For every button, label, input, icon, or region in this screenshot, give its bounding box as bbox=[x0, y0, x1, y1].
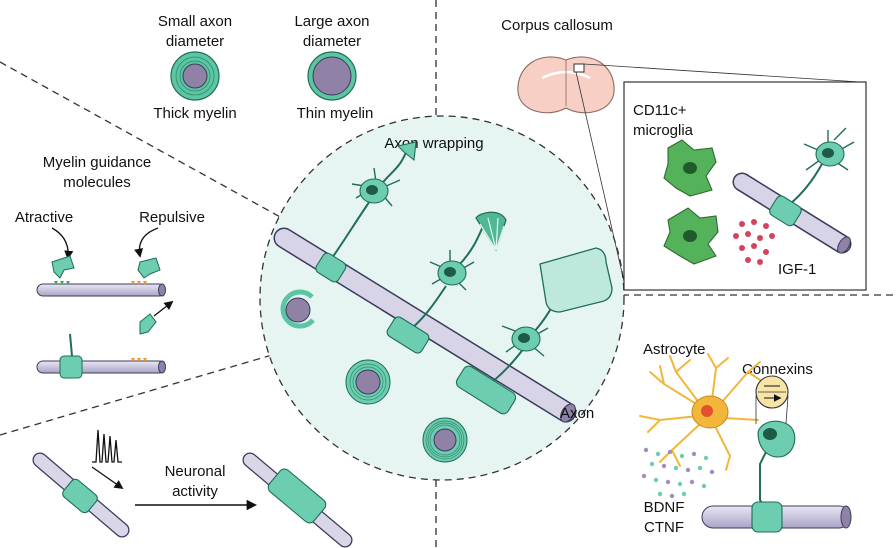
growth-cone bbox=[396, 141, 417, 162]
cross-section-mature bbox=[422, 417, 468, 463]
guidance-panel: Myelin guidance molecules Atractive Repu… bbox=[15, 154, 205, 379]
myelin-wrap-3 bbox=[455, 365, 517, 415]
corpus-callosum-label: Corpus callosum bbox=[501, 17, 613, 34]
neuronal-activity-label-1: Neuronal bbox=[165, 463, 226, 480]
connexin-inset bbox=[755, 375, 789, 425]
bottom-myelin-wrap bbox=[751, 501, 783, 533]
astrocyte-panel: Astrocyte Connexins bbox=[639, 341, 852, 536]
microglia-label-2: microglia bbox=[633, 122, 694, 139]
connexins-label: Connexins bbox=[742, 361, 813, 378]
large-axon-label-2: diameter bbox=[303, 33, 361, 50]
astrocyte-label: Astrocyte bbox=[643, 341, 706, 358]
myelin-wrap-1 bbox=[315, 252, 347, 283]
attractive-arrow bbox=[51, 227, 74, 260]
brain-section bbox=[517, 56, 615, 114]
axon-label: Axon bbox=[560, 405, 594, 422]
small-axon-label-1: Small axon bbox=[158, 13, 232, 30]
astrocyte-nucleus bbox=[701, 405, 713, 417]
guidance-axon-1 bbox=[36, 281, 166, 297]
axon-diameter-panel: Small axon diameter Large axon diameter … bbox=[153, 13, 373, 122]
axon-before bbox=[32, 452, 130, 538]
astro-oligodendrocyte bbox=[757, 420, 796, 513]
repelled-process bbox=[139, 313, 157, 335]
guidance-label-1: Myelin guidance bbox=[43, 154, 151, 171]
oligodendrocyte-2 bbox=[386, 211, 507, 354]
repulsive-arrow bbox=[134, 227, 159, 258]
myelin-sheet bbox=[539, 247, 613, 313]
thick-myelin-sheath bbox=[267, 468, 327, 524]
divider-upper-left bbox=[0, 61, 283, 219]
short-myelin-sheath bbox=[62, 478, 98, 514]
axon-wrapping-contents: Axon wrapping Axon bbox=[273, 135, 613, 463]
repulsive-cues bbox=[131, 281, 147, 285]
attractive-process bbox=[51, 255, 75, 279]
attractive-cues bbox=[54, 281, 70, 285]
repulsive-cues-2 bbox=[131, 358, 147, 362]
inset-myelin-wrap bbox=[769, 195, 802, 227]
large-axon-label-1: Large axon bbox=[294, 13, 369, 30]
microglia-label-1: CD11c+ bbox=[633, 102, 687, 119]
attractive-label: Atractive bbox=[15, 209, 73, 226]
oligodendrocyte-3 bbox=[455, 247, 613, 415]
bottom-axon bbox=[701, 501, 852, 533]
divider-lower-left bbox=[0, 351, 283, 436]
axon-wrapping-label: Axon wrapping bbox=[384, 135, 483, 152]
zoom-line-top bbox=[583, 63, 861, 83]
astrocyte-cell bbox=[639, 353, 761, 471]
zoom-region bbox=[573, 63, 585, 73]
cross-section-middle bbox=[345, 359, 391, 405]
ctnf-label: CTNF bbox=[644, 519, 684, 536]
thick-myelin-cross-section bbox=[170, 51, 220, 101]
thick-myelin-label: Thick myelin bbox=[153, 105, 236, 122]
inset-oligodendrocyte bbox=[769, 127, 855, 227]
repulsive-label: Repulsive bbox=[139, 209, 205, 226]
thin-myelin-cross-section bbox=[307, 51, 357, 101]
neurotrophin-particles bbox=[641, 447, 715, 499]
axon-after bbox=[242, 452, 353, 548]
myelin-segment bbox=[59, 355, 83, 379]
activity-stimulus-arrow bbox=[91, 466, 124, 490]
thin-myelin-label: Thin myelin bbox=[297, 105, 374, 122]
myelin-wrap-2 bbox=[386, 316, 430, 354]
activity-panel: Neuronal activity bbox=[32, 429, 353, 548]
guidance-label-2: molecules bbox=[63, 174, 131, 191]
bdnf-label: BDNF bbox=[644, 499, 685, 516]
small-axon-label-2: diameter bbox=[166, 33, 224, 50]
igf-particles bbox=[733, 219, 775, 265]
action-potential-trace bbox=[92, 429, 122, 463]
igf-label: IGF-1 bbox=[778, 261, 816, 278]
neuronal-activity-label-2: activity bbox=[172, 483, 218, 500]
guidance-axon-2 bbox=[36, 333, 166, 379]
oligodendrocyte-1 bbox=[315, 141, 417, 283]
cross-section-early bbox=[280, 289, 315, 329]
repel-arrow bbox=[153, 300, 174, 317]
microglia-panel: Corpus callosum CD11c+ microglia IGF-1 bbox=[501, 17, 867, 291]
zoom-line-bottom bbox=[575, 71, 627, 291]
repulsive-process bbox=[137, 257, 161, 279]
